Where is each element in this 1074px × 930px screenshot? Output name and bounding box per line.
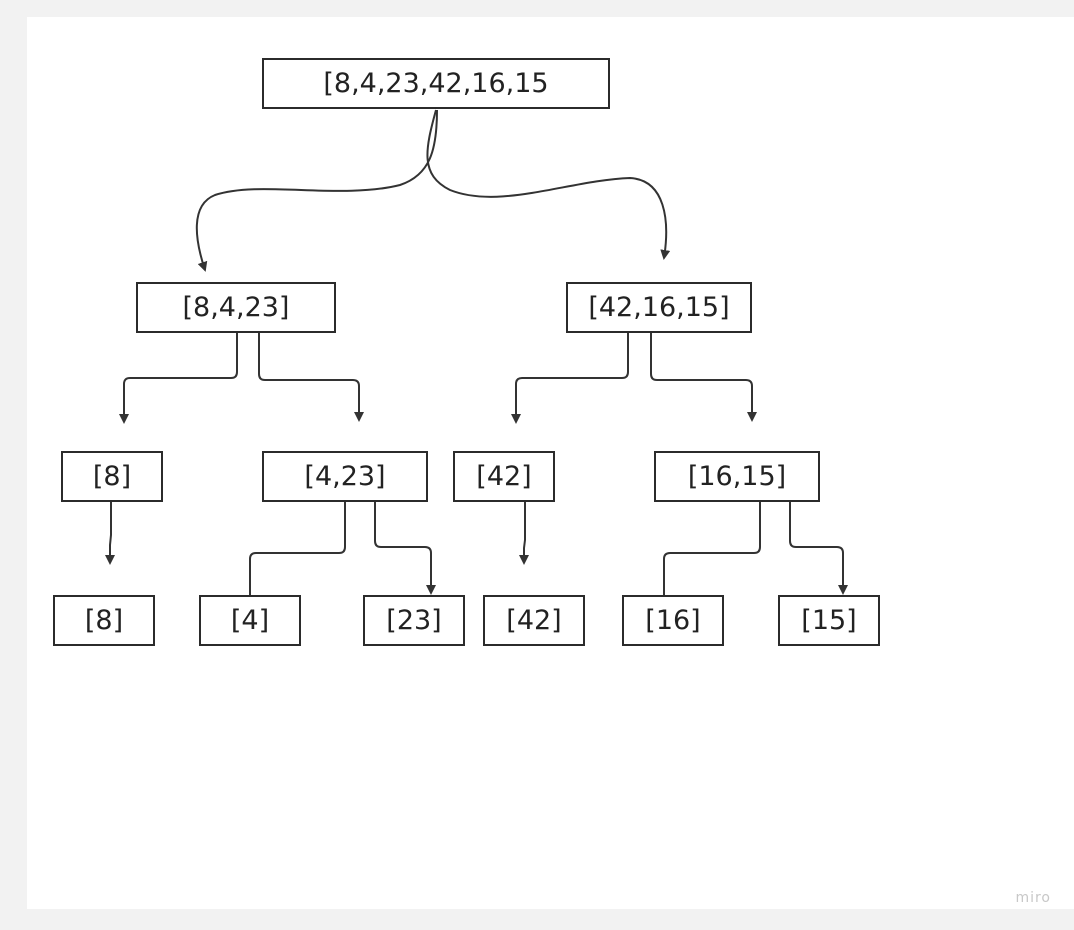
node-leaf-4[interactable]: [4] <box>199 595 301 646</box>
node-leaf-16[interactable]: [16] <box>622 595 724 646</box>
node-leaf-15[interactable]: [15] <box>778 595 880 646</box>
node-r-b[interactable]: [16,15] <box>654 451 820 502</box>
connector-16-leaf <box>659 502 761 607</box>
connector-42-leaf <box>519 502 529 565</box>
connector-15-leaf <box>789 502 848 595</box>
miro-watermark: miro <box>1015 890 1051 906</box>
connector-left-b <box>258 333 364 422</box>
connector-root-left <box>195 109 438 272</box>
connector-left-a <box>119 333 238 424</box>
node-leaf-23[interactable]: [23] <box>363 595 465 646</box>
node-leaf-42[interactable]: [42] <box>483 595 585 646</box>
connector-23-leaf <box>374 502 436 595</box>
connector-root-right <box>426 109 671 260</box>
node-root[interactable]: [8,4,23,42,16,15 <box>262 58 610 109</box>
node-l-b[interactable]: [4,23] <box>262 451 428 502</box>
node-l-a[interactable]: [8] <box>61 451 163 502</box>
node-leaf-8[interactable]: [8] <box>53 595 155 646</box>
connector-right-a <box>511 333 629 424</box>
connector-4-leaf <box>245 502 346 607</box>
node-r-a[interactable]: [42] <box>453 451 555 502</box>
node-right[interactable]: [42,16,15] <box>566 282 752 333</box>
connector-right-b <box>650 333 757 422</box>
connector-8-leaf <box>105 502 115 565</box>
node-left[interactable]: [8,4,23] <box>136 282 336 333</box>
